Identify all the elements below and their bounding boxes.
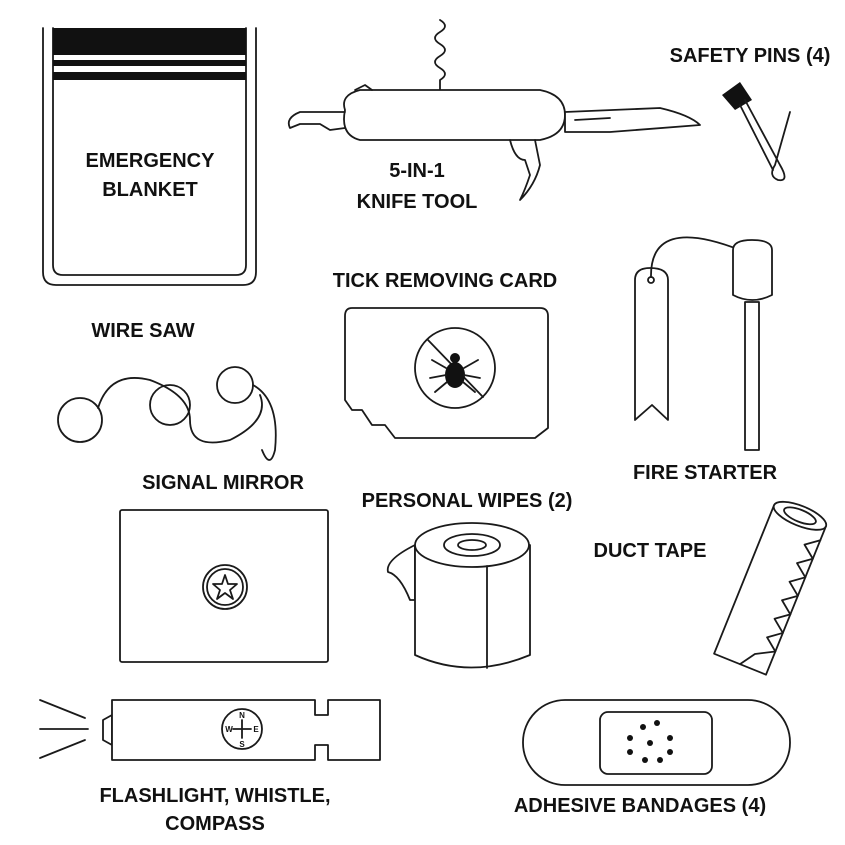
wire-saw-illustration: WIRE SAW (57, 320, 277, 461)
emergency-blanket-label-2: BLANKET (102, 179, 198, 201)
duct-tape-illustration: DUCT TAPE (594, 500, 828, 676)
personal-wipes-label: PERSONAL WIPES (2) (362, 490, 573, 512)
emergency-blanket-illustration: EMERGENCY BLANKET (42, 27, 257, 286)
compass-e: E (253, 725, 259, 734)
tick-card-label: TICK REMOVING CARD (333, 270, 557, 292)
signal-mirror-illustration: SIGNAL MIRROR (119, 472, 329, 663)
tick-card-illustration: TICK REMOVING CARD (333, 270, 557, 439)
fire-starter-illustration: FIRE STARTER (633, 236, 778, 484)
safety-pin-illustration: SAFETY PINS (4) (670, 45, 831, 182)
flashlight-label-2: COMPASS (165, 813, 265, 835)
safety-pins-label: SAFETY PINS (4) (670, 45, 831, 67)
compass-n: N (239, 711, 245, 720)
flashlight-illustration: N S E W FLASHLIGHT, WHISTLE, COMPASS (39, 699, 381, 835)
signal-mirror-label: SIGNAL MIRROR (142, 472, 304, 494)
duct-tape-label: DUCT TAPE (594, 540, 707, 562)
bandages-label: ADHESIVE BANDAGES (4) (514, 795, 766, 817)
personal-wipes-illustration: PERSONAL WIPES (2) (362, 490, 573, 669)
wire-saw-label: WIRE SAW (91, 320, 194, 342)
knife-tool-illustration: 5-IN-1 KNIFE TOOL (287, 19, 701, 213)
bandage-illustration: ADHESIVE BANDAGES (4) (514, 699, 791, 817)
flashlight-label: FLASHLIGHT, WHISTLE, (99, 785, 330, 807)
compass-s: S (239, 740, 245, 749)
fire-starter-label: FIRE STARTER (633, 462, 778, 484)
compass-w: W (225, 725, 233, 734)
knife-tool-label-2: KNIFE TOOL (357, 191, 478, 213)
knife-tool-label: 5-IN-1 (389, 160, 445, 182)
emergency-blanket-label: EMERGENCY (86, 150, 216, 172)
